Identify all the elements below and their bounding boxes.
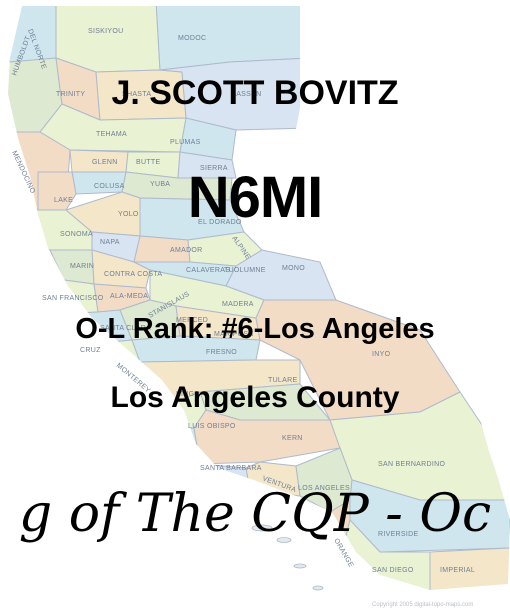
label-santa-clara: SANTA CLARA [100,325,151,332]
label-alameda: ALA-MEDA [110,293,148,300]
county-imperial [429,547,510,590]
label-modoc: MODOC [178,35,206,42]
label-san-luis-obispo: LUIS OBISPO [188,423,236,430]
island [312,585,324,591]
county-lassen [159,57,311,131]
channel-islands [251,524,324,591]
map-copyright: Copyright 2005 digital-topo-maps.com [372,602,473,608]
label-mariposa: MARIPOSA [214,331,253,338]
label-san-diego: SAN DIEGO [372,567,414,574]
label-madera: MADERA [222,301,254,308]
label-san-bernardino: SAN BERNARDINO [378,461,445,468]
label-tehama: TEHAMA [96,131,127,138]
county-sierra [177,151,237,179]
island [293,563,307,569]
label-marin: MARIN [70,263,94,270]
label-trinity: TRINITY [56,91,85,98]
county-contra-costa [91,249,151,289]
label-santa-cruz: CRUZ [80,347,101,354]
label-napa: NAPA [100,239,120,246]
label-tuolumne: TUOLUMNE [224,267,266,274]
label-lake: LAKE [54,197,73,204]
county-lake [37,171,77,211]
label-imperial: IMPERIAL [440,567,475,574]
county-siskiyou [55,6,161,73]
island [276,537,292,543]
label-calaveras: CALAVERAS [186,267,230,274]
label-tulare: TULARE [268,377,297,384]
award-script-line: g of The CQP - Oc [18,484,492,544]
label-siskiyou: SISKIYOU [88,28,123,35]
label-santa-barbara: SANTA BARBARA [200,465,262,472]
rank-line: O-L Rank: #6-Los Angeles [75,313,435,345]
callsign: N6MI [187,165,324,230]
label-riverside: RIVERSIDE [378,531,418,538]
label-plumas: PLUMAS [170,139,201,146]
label-sonoma: SONOMA [60,231,93,238]
label-lassen: LASSEN [232,91,261,98]
label-yolo: YOLO [118,211,139,218]
label-kings: KINGS [176,391,199,398]
label-los-angeles: LOS ANGELES [298,485,350,492]
label-mono: MONO [282,265,305,272]
label-butte: BUTTE [136,159,160,166]
island [251,524,273,532]
label-sierra: SIERRA [200,165,228,172]
label-contra-costa: CONTRA COSTA [104,271,162,278]
label-san-francisco: SAN FRANCISCO [42,295,104,302]
label-inyo: INYO [372,351,391,358]
label-kern: KERN [282,435,303,442]
label-shasta: SHASTA [122,91,151,98]
county-merced [131,335,261,363]
label-yuba: YUBA [150,181,170,188]
county-line: Los Angeles County [110,381,400,414]
label-glenn: GLENN [92,159,118,166]
label-merced: MERCED [176,317,208,324]
operator-name: J. SCOTT BOVITZ [111,74,399,112]
label-colusa: COLUSA [94,183,125,190]
label-el-dorado: EL DORADO [198,219,242,226]
label-amador: AMADOR [170,247,203,254]
label-fresno: FRESNO [206,349,237,356]
